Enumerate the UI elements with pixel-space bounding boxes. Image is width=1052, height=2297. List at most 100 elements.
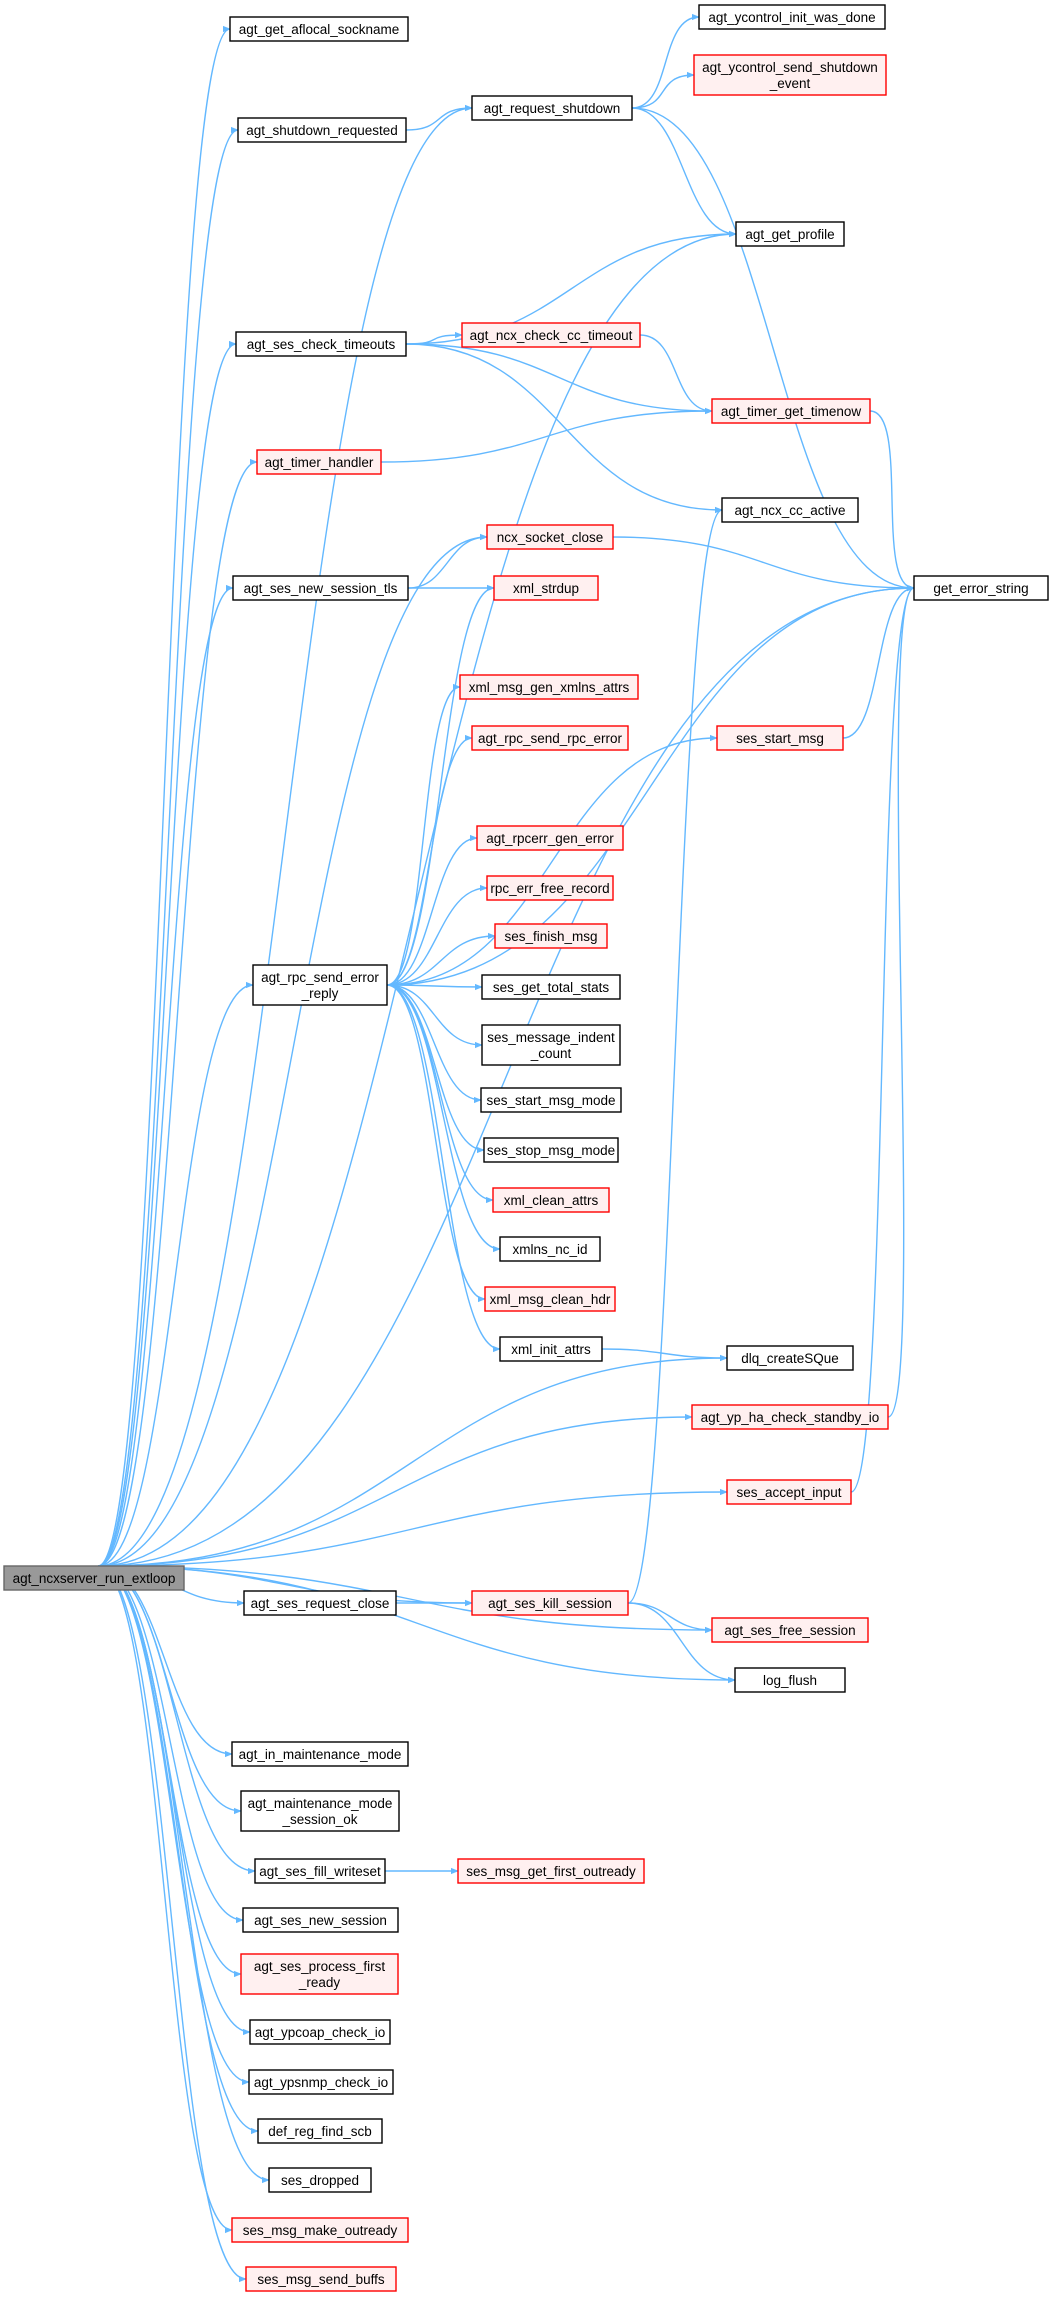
node-maint-mode[interactable]: agt_in_maintenance_mode [231,1741,409,1767]
node-timer-now[interactable]: agt_timer_get_timenow [711,398,871,424]
edge-kill_session-to-ncx_cc_active [627,506,723,1604]
node-box [457,1858,645,1884]
node-start-msg-mode[interactable]: ses_start_msg_mode [480,1087,622,1113]
node-ses-start-msg[interactable]: ses_start_msg [716,725,844,751]
node-ypcoap[interactable]: agt_ypcoap_check_io [249,2019,391,2045]
node-label: agt_in_maintenance_mode [239,1747,402,1762]
edge-request_shutdown-to-yc_send [631,71,695,109]
node-yc-send[interactable]: agt_ycontrol_send_shutdown_event [693,54,887,96]
edge-request_shutdown-to-get_error_string [631,107,915,592]
node-dlq[interactable]: dlq_createSQue [726,1345,854,1371]
edge-ha_standby-to-get_error_string [887,584,915,1418]
node-box [461,322,641,348]
node-label: agt_rpcerr_gen_error [486,831,614,846]
node-box [471,1590,629,1616]
node-ncx-cc-timeout[interactable]: agt_ncx_check_cc_timeout [461,322,641,348]
node-accept-input[interactable]: ses_accept_input [726,1479,852,1505]
node-get-error-string[interactable]: get_error_string [913,575,1049,601]
node-rpcerr-gen[interactable]: agt_rpcerr_gen_error [476,825,624,851]
node-first-outready[interactable]: ses_msg_get_first_outready [457,1858,645,1884]
node-box [721,497,859,523]
node-ncx-cc-active[interactable]: agt_ncx_cc_active [721,497,859,523]
node-box [494,923,608,949]
node-label: agt_get_aflocal_sockname [239,22,400,37]
node-ypsnmp[interactable]: agt_ypsnmp_check_io [248,2069,394,2095]
node-box [243,1590,397,1616]
node-box [257,2118,383,2144]
node-init-attrs[interactable]: xml_init_attrs [499,1336,603,1362]
node-box [481,974,621,1000]
node-label: ses_msg_send_buffs [257,2272,385,2287]
node-label: xml_init_attrs [511,1342,591,1357]
node-total-stats[interactable]: ses_get_total_stats [481,974,621,1000]
node-clean-attrs[interactable]: xml_clean_attrs [492,1187,610,1213]
node-rpc-send-error-reply[interactable]: agt_rpc_send_error_reply [252,964,388,1006]
node-root[interactable]: agt_ncxserver_run_extloop [3,1565,185,1591]
node-box [240,1790,400,1832]
node-yc-init[interactable]: agt_ycontrol_init_was_done [698,4,886,30]
node-stop-msg-mode[interactable]: ses_stop_msg_mode [483,1137,619,1163]
node-get-profile[interactable]: agt_get_profile [735,221,845,247]
node-send-buffs[interactable]: ses_msg_send_buffs [245,2266,397,2292]
node-clean-hdr[interactable]: xml_msg_clean_hdr [484,1286,616,1312]
node-label: ses_msg_make_outready [243,2223,398,2238]
node-box [481,1024,621,1066]
node-aflocal[interactable]: agt_get_aflocal_sockname [229,16,409,42]
node-rpc-err-free[interactable]: rpc_err_free_record [486,875,614,901]
node-indent-count[interactable]: ses_message_indent_count [481,1024,621,1066]
edge-root-to-accept_input [97,1488,728,1567]
edge-rpc_send_error_reply-to-xmlns_attrs [386,683,461,986]
node-ha-standby[interactable]: agt_yp_ha_check_standby_io [691,1404,889,1430]
node-box [711,1617,869,1643]
node-make-outready[interactable]: ses_msg_make_outready [231,2217,409,2243]
node-request-shutdown[interactable]: agt_request_shutdown [471,95,633,121]
edge-rpc_send_error_reply-to-ses_start_msg [386,734,718,986]
edge-rpc_send_error_reply-to-clean_hdr [386,984,486,1303]
node-new-session[interactable]: agt_ses_new_session [242,1907,399,1933]
node-box [484,1286,616,1312]
node-label: ses_accept_input [736,1485,841,1500]
node-request-close[interactable]: agt_ses_request_close [243,1590,397,1616]
node-label: ses_finish_msg [504,929,597,944]
node-maint-ok[interactable]: agt_maintenance_mode_session_ok [240,1790,400,1832]
node-process-first[interactable]: agt_ses_process_first_ready [240,1953,399,1995]
edge-check_timeouts-to-ncx_cc_active [405,343,723,514]
node-xmlns-nc-id[interactable]: xmlns_nc_id [499,1236,601,1262]
node-box [3,1565,185,1591]
node-label: agt_ncx_cc_active [734,503,845,518]
edge-rpc_send_error_reply-to-start_msg_mode [386,984,482,1104]
node-reg-find[interactable]: def_reg_find_scb [257,2118,383,2144]
node-check-timeouts[interactable]: agt_ses_check_timeouts [235,331,407,357]
edge-root-to-make_outready [97,1565,233,2234]
node-free-session[interactable]: agt_ses_free_session [711,1617,869,1643]
edge-root-to-new_session [97,1565,244,1924]
edge-kill_session-to-log_flush [627,1602,736,1684]
edge-root-to-request_shutdown [97,104,473,1567]
node-kill-session[interactable]: agt_ses_kill_session [471,1590,629,1616]
node-label: agt_rpc_send_rpc_error [478,731,623,746]
node-box [493,575,599,601]
node-label: agt_ses_fill_writeset [259,1864,381,1879]
node-ses-dropped[interactable]: ses_dropped [268,2167,372,2193]
node-new-session-tls[interactable]: agt_ses_new_session_tls [232,575,409,601]
node-label: ncx_socket_close [497,530,604,545]
node-rpc-send-rpc-error[interactable]: agt_rpc_send_rpc_error [471,725,629,751]
node-label: agt_get_profile [745,227,834,242]
node-log-flush[interactable]: log_flush [734,1667,846,1693]
node-xml-strdup[interactable]: xml_strdup [493,575,599,601]
node-label: ses_message_indent [487,1030,615,1045]
node-fill-writeset[interactable]: agt_ses_fill_writeset [254,1858,386,1884]
node-ses-finish[interactable]: ses_finish_msg [494,923,608,949]
edge-root-to-free_session [97,1565,713,1634]
edge-root-to-rpc_send_error_reply [97,981,254,1567]
node-label: get_error_string [933,581,1028,596]
edge-request_shutdown-to-get_profile [631,107,737,238]
node-shutdown-req[interactable]: agt_shutdown_requested [237,117,407,143]
edge-rpc_send_error_reply-to-xml_strdup [386,584,495,986]
node-label: dlq_createSQue [741,1351,839,1366]
edge-rpc_send_error_reply-to-rpcerr_gen [386,834,478,986]
node-timer-handler[interactable]: agt_timer_handler [256,449,382,475]
node-xmlns-attrs[interactable]: xml_msg_gen_xmlns_attrs [459,674,639,700]
edge-root-to-timer_handler [97,458,258,1567]
node-socket-close[interactable]: ncx_socket_close [486,524,614,550]
